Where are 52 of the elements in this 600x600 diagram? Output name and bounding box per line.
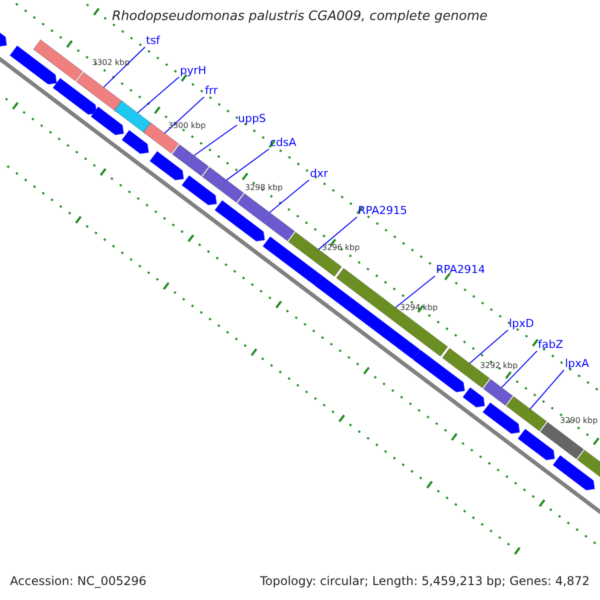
gene-label: RPA2915 <box>358 205 408 216</box>
gene-feature <box>482 402 520 434</box>
gene-bar <box>236 193 296 242</box>
title: Rhodopseudomonas palustris CGA009, complete genome <box>112 10 488 23</box>
gene-feature <box>412 350 465 392</box>
gene-feature <box>182 175 217 206</box>
leader-line <box>269 180 310 213</box>
footer-text: Accession: NC_005296 <box>10 575 146 587</box>
gene-label: fabZ <box>538 339 564 350</box>
gene-bar <box>32 39 84 82</box>
gene-feature <box>10 46 57 84</box>
gene-label: dxr <box>310 168 328 179</box>
gene-bar <box>288 232 342 277</box>
gene-bar <box>202 166 244 203</box>
gene-feature <box>214 200 265 242</box>
leader-line <box>226 148 270 181</box>
gene-label: uppS <box>238 113 266 124</box>
scale-label: 3290 kbp <box>560 417 598 425</box>
leader-line <box>103 46 146 88</box>
gene-feature <box>150 151 184 180</box>
gene-feature <box>122 130 149 154</box>
gene-bar <box>506 396 548 432</box>
gene-label: lpxD <box>509 318 534 329</box>
leader-line <box>164 96 204 134</box>
gene-label: pyrH <box>180 65 206 76</box>
gene-label: lpxA <box>565 358 590 369</box>
gene-label: frr <box>205 85 218 96</box>
leader-line <box>318 216 358 250</box>
leader-line <box>395 276 436 308</box>
leader-line <box>469 330 508 364</box>
gene-label: RPA2914 <box>436 264 486 275</box>
gene-bar <box>76 72 124 112</box>
leader-line <box>501 350 538 388</box>
gene-bar <box>482 378 514 406</box>
gene-feature <box>52 78 97 115</box>
gene-feature <box>90 106 124 136</box>
leader-line <box>194 124 238 156</box>
gene-feature <box>552 455 595 490</box>
gene-feature <box>314 276 421 360</box>
scale-label: 3294 kbp <box>400 304 438 312</box>
scale-label: 3296 kbp <box>322 244 360 252</box>
gene-label: tsf <box>146 35 160 46</box>
scale-label: 3292 kbp <box>480 362 518 370</box>
scale-label: 3302 kbp <box>92 59 130 67</box>
gene-feature <box>518 428 555 460</box>
gene-bar <box>540 422 584 460</box>
leader-line <box>530 370 564 410</box>
scale-label: 3298 kbp <box>245 184 283 192</box>
gene-bar <box>172 144 210 176</box>
gene-bar <box>576 450 600 478</box>
leader-line <box>137 76 180 114</box>
footer-text: Topology: circular; Length: 5,459,213 bp; Genes: 4,872 <box>260 575 590 587</box>
